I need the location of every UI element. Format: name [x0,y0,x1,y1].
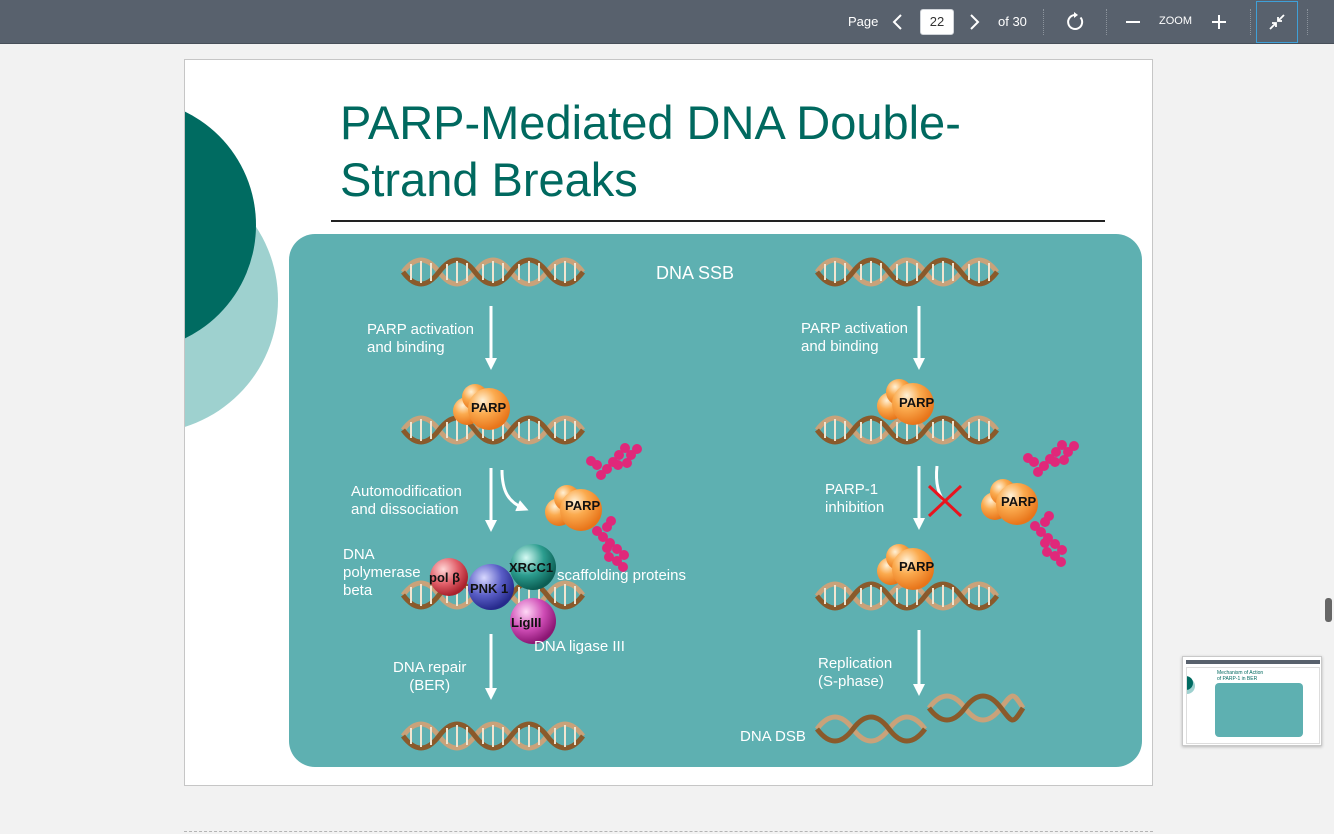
chevron-left-icon [892,14,902,30]
rotate-icon [1067,12,1084,30]
minus-icon [1126,21,1140,23]
thumbnail-title-line2: of PARP-1 in BER [1217,676,1258,682]
decorative-circles [185,111,278,427]
thumbnail-title: Mechanism of Action of PARP-1 in BER [1217,670,1263,682]
par-chain-bottom [592,516,629,572]
dna-helix-repaired [403,724,583,748]
parp-label-trapped: PARP [899,559,935,574]
scrollbar-thumb[interactable] [1325,598,1332,622]
pdf-toolbar: Page 22 of 30 ZOOM [0,0,1334,44]
par-chain-right-bottom [1030,511,1067,567]
zoom-in-button[interactable] [1205,8,1233,36]
dna-polymerase-beta-label: DNA polymerase beta [343,546,421,600]
page-thumbnail-preview[interactable]: Mechanism of Action of PARP-1 in BER [1182,656,1322,746]
xrcc1-label: XRCC1 [509,560,554,575]
polymerase-line2: polymerase [343,564,421,581]
parp1-inhibition-label: PARP-1 inhibition [825,481,884,517]
left-step1-line2: and binding [367,339,445,356]
total-pages-label: of 30 [998,14,1027,29]
rotate-button[interactable] [1061,8,1089,36]
previous-page-button[interactable] [884,8,912,36]
exit-fullscreen-button[interactable] [1256,1,1298,43]
title-divider [331,220,1105,222]
right-step1-line1: PARP activation [801,320,908,337]
pnk1-label: PNK 1 [470,581,509,596]
document-page: PARP-Mediated DNA Double- Strand Breaks [184,59,1153,786]
page-number-input[interactable]: 22 [920,9,954,35]
replication-line1: Replication [818,655,893,672]
dna-repair-label: DNA repair (BER) [393,659,466,695]
curved-arrow-dissociation [500,469,529,512]
thumbnail-diagram [1215,683,1303,737]
pol-beta-label: pol β [429,570,461,585]
left-step1-label: PARP activation and binding [367,321,474,357]
xrcc1-protein [510,544,556,590]
left-step2-line1: Automodification [351,483,462,500]
right-step1-label: PARP activation and binding [801,320,908,356]
diagram-graphics [289,234,1079,767]
left-step2-line2: and dissociation [351,501,459,518]
inhibition-line2: inhibition [825,499,885,516]
inhibition-cross-line-2 [927,484,963,518]
toolbar-divider [1307,9,1308,35]
right-step1-line2: and binding [801,338,879,355]
left-step2-label: Automodification and dissociation [351,483,462,519]
dna-ssb-label: DNA SSB [656,263,735,283]
dna-helix-ssb-left [403,260,583,284]
slide-title-line-1: PARP-Mediated DNA Double- [340,96,961,149]
repair-line1: DNA repair [393,659,467,676]
parp-label-left: PARP [471,400,507,415]
dna-ligase-label: DNA ligase III [534,638,625,655]
replication-label: Replication (S-phase) [818,655,892,691]
thumbnail-toolbar [1186,660,1320,664]
dna-dsb-label: DNA DSB [740,728,806,745]
toolbar-divider [1106,9,1107,35]
scaffolding-proteins-label: scaffolding proteins [557,567,686,584]
polymerase-line1: DNA [343,546,375,563]
par-chain-top [586,443,642,480]
polymerase-line3: beta [343,582,373,599]
inhibition-line1: PARP-1 [825,481,879,498]
parp-label-inhibited: PARP [1001,494,1037,509]
page-label: Page [848,14,879,29]
next-page-button[interactable] [960,8,988,36]
dna-helix-ssb-right [817,260,997,284]
toolbar-divider [1250,9,1251,35]
dna-helix-broken [815,693,1026,744]
zoom-label: ZOOM [1159,15,1192,27]
thumbnail-page: Mechanism of Action of PARP-1 in BER [1186,667,1320,744]
repair-line2: (BER) [409,677,451,694]
par-chain-right-top [1023,440,1079,477]
zoom-out-button[interactable] [1119,8,1147,36]
next-page-edge [184,831,1153,832]
left-step1-line1: PARP activation [367,321,474,338]
pnk1-protein [468,564,514,610]
toolbar-divider [1043,9,1044,35]
slide-title-line-2: Strand Breaks [340,153,638,206]
parp-label-dissociated: PARP [565,498,601,513]
thumbnail-title-line1: Mechanism of Action [1217,670,1264,676]
diagram-panel: DNA SSB PARP activation and binding PARP… [289,234,1142,767]
lig3-protein [510,598,556,644]
parp-label-right: PARP [899,395,935,410]
lig3-label: LigIII [511,615,542,630]
collapse-icon [1269,14,1285,30]
pol-beta-protein [430,558,468,596]
thumbnail-decor [1187,676,1195,694]
chevron-right-icon [970,14,980,30]
slide-title: PARP-Mediated DNA Double- Strand Breaks [340,94,1080,208]
replication-line2: (S-phase) [818,673,884,690]
plus-icon [1212,15,1226,29]
